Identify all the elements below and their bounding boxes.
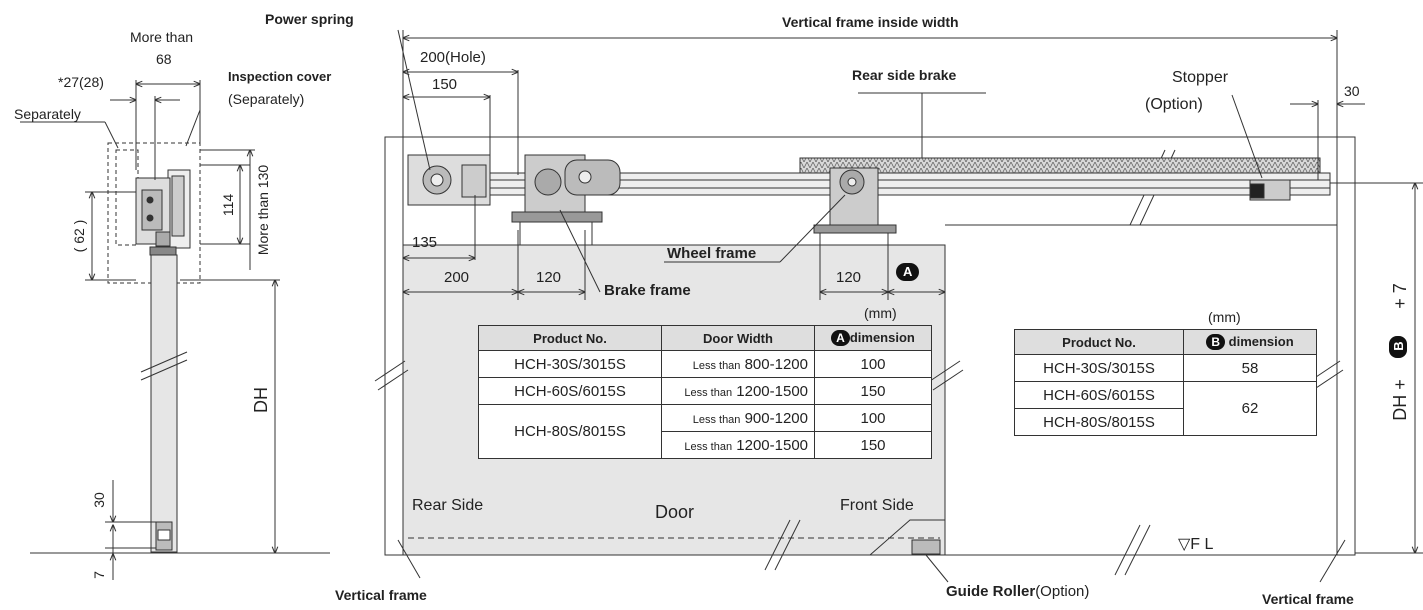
table-row: HCH-60S/6015S Less than 1200-1500 150 <box>478 377 932 405</box>
inspection-cover-label: Inspection cover <box>228 69 332 84</box>
dh-right-label-2: + 7 <box>1390 283 1410 309</box>
table-row: HCH-60S/6015S 62 <box>1014 381 1317 436</box>
table-b-header-product: Product No. <box>1014 329 1184 355</box>
dh-left-label: DH <box>251 387 271 413</box>
dim-30-right-label: 30 <box>1344 83 1360 99</box>
table-a-header-product: Product No. <box>478 325 662 351</box>
separately-label: Separately <box>14 106 81 122</box>
table-a-header-width: Door Width <box>661 325 815 351</box>
table-b-header-dimension: B dimension <box>1183 329 1317 355</box>
table-row: HCH-80S/8015S <box>1014 408 1317 436</box>
dh-right-label-1: DH + <box>1390 379 1410 421</box>
stopper-option-label: (Option) <box>1145 96 1203 113</box>
brake-frame-label: Brake frame <box>604 282 691 299</box>
dim-114-label: 114 <box>220 194 236 217</box>
front-side-label: Front Side <box>840 497 914 514</box>
marker-a-dim: A <box>896 263 920 281</box>
hole-200-label: 200(Hole) <box>420 49 486 66</box>
dim-62-label: ( 62 ) <box>71 220 87 253</box>
dim-30-left-label: 30 <box>91 492 107 508</box>
table-a-unit: (mm) <box>864 305 897 321</box>
table-row: HCH-30S/3015S 58 <box>1014 354 1317 382</box>
guide-roller-label: Guide Roller(Option) <box>946 583 1090 600</box>
dim-150-label: 150 <box>432 76 458 93</box>
frame-width-label: Vertical frame inside width <box>782 14 959 30</box>
vertical-frame-right-label: Vertical frame <box>1262 591 1354 607</box>
dim-120-a-label: 120 <box>536 269 562 286</box>
power-spring-label: Power spring <box>265 11 354 27</box>
rear-side-brake-label: Rear side brake <box>852 67 957 83</box>
more-than-label: More than <box>130 29 194 45</box>
dim-200-label: 200 <box>444 269 470 286</box>
dim-68-label: 68 <box>156 51 172 67</box>
table-row: Less than 1200-1500 150 <box>479 431 932 459</box>
dim-135-label: 135 <box>412 234 438 251</box>
table-b-unit: (mm) <box>1208 309 1241 325</box>
table-row: HCH-80S/8015S Less than 900-1200 100 <box>478 404 932 459</box>
dim-7-label: 7 <box>91 571 107 579</box>
dim-120-b-label: 120 <box>836 269 862 286</box>
wheel-frame-label: Wheel frame <box>667 245 757 262</box>
stopper-label: Stopper <box>1172 69 1229 86</box>
door-label: Door <box>655 502 695 522</box>
marker-b-vertical <box>1389 336 1407 358</box>
rear-side-label: Rear Side <box>412 497 484 514</box>
fl-label: ▽F L <box>1178 536 1214 553</box>
dim-27-label: *27(28) <box>58 74 104 90</box>
side-section-view <box>20 80 330 580</box>
inspection-separately-label: (Separately) <box>228 91 305 107</box>
marker-b-vertical-text: B <box>1391 341 1406 350</box>
more-than-130-label: More than 130 <box>255 165 271 255</box>
table-row: HCH-30S/3015S Less than 800-1200 100 <box>478 350 932 378</box>
vertical-frame-left-label: Vertical frame <box>335 587 427 603</box>
table-b: Product No. B dimension HCH-30S/3015S 58… <box>1014 329 1317 436</box>
